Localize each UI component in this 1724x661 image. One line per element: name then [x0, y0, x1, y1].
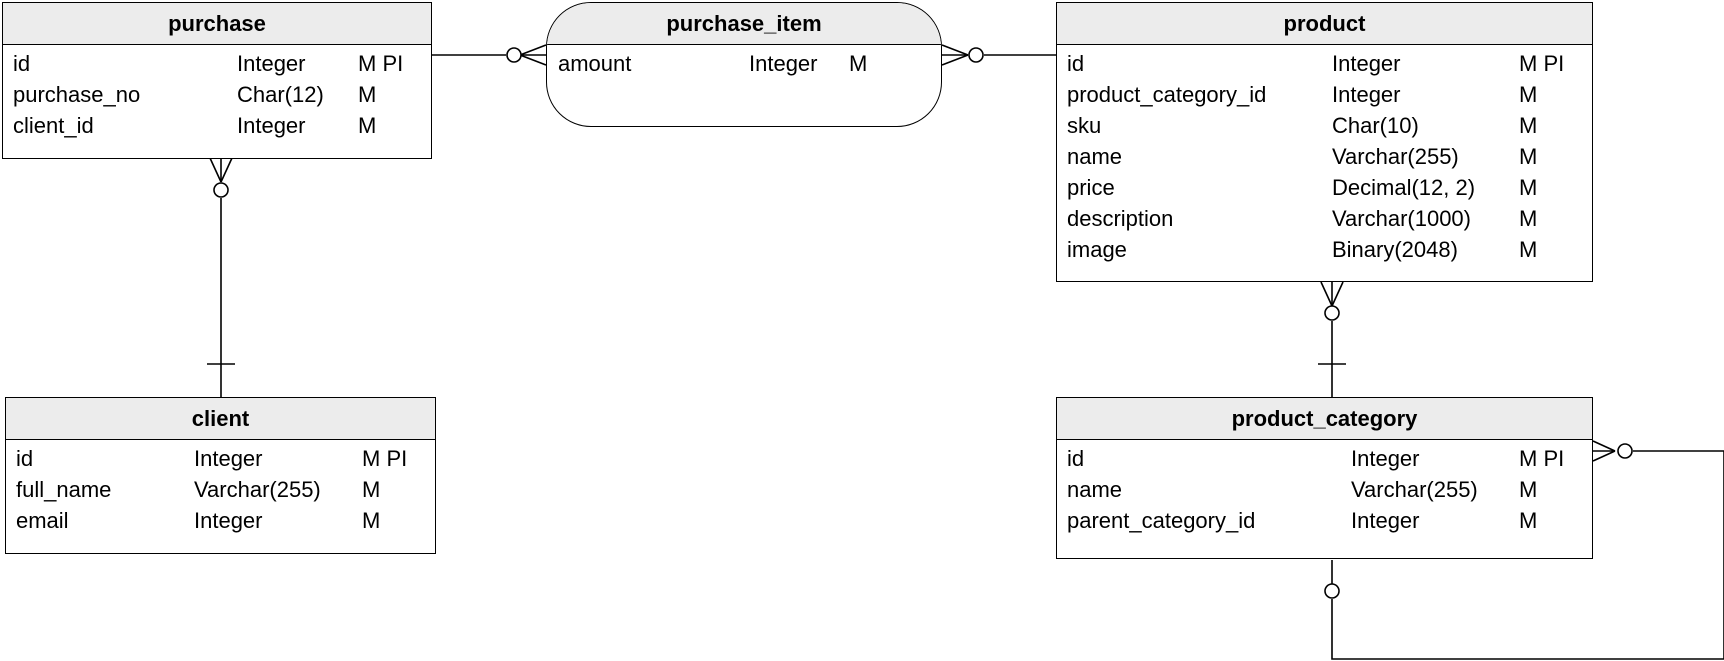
attribute-name: name — [1067, 144, 1123, 169]
attribute-name: email — [16, 508, 69, 533]
attribute-row: name Varchar(255) M — [1057, 474, 1592, 505]
attribute-name: id — [1067, 446, 1085, 471]
attribute-flags: M — [1519, 175, 1538, 200]
entity-client[interactable]: client id Integer M PI full_name Varchar… — [5, 397, 436, 554]
attribute-type: Decimal(12, 2) — [1332, 175, 1476, 200]
attribute-row: price Decimal(12, 2) M — [1057, 172, 1592, 203]
attribute-name: product_category_id — [1067, 82, 1267, 107]
attribute-flags: M — [358, 82, 377, 107]
attribute-type: Integer — [1332, 82, 1401, 107]
attribute-type: Varchar(255) — [194, 477, 321, 502]
attribute-row: parent_category_id Integer M — [1057, 505, 1592, 536]
attribute-flags: M — [358, 113, 377, 138]
attribute-row: client_id Integer M — [3, 110, 431, 141]
attribute-name: id — [16, 446, 34, 471]
attribute-type: Varchar(255) — [1332, 144, 1459, 169]
attribute-type: Integer — [194, 508, 263, 533]
attribute-name: sku — [1067, 113, 1102, 138]
entity-product[interactable]: product id Integer M PI product_category… — [1056, 2, 1593, 282]
entity-title: product_category — [1057, 398, 1592, 440]
attribute-type: Integer — [237, 113, 306, 138]
attribute-flags: M — [362, 477, 381, 502]
attribute-type: Varchar(1000) — [1332, 206, 1471, 231]
attribute-type: Varchar(255) — [1351, 477, 1478, 502]
zero-marker-parent-category — [1324, 583, 1340, 599]
entity-title: purchase_item — [547, 3, 941, 45]
attribute-flags: M — [1519, 508, 1538, 533]
attribute-name: name — [1067, 477, 1123, 502]
entity-title: client — [6, 398, 435, 440]
attribute-flags: M PI — [362, 446, 408, 471]
attribute-row: amount Integer M — [547, 48, 941, 79]
attribute-flags: M PI — [358, 51, 404, 76]
crowfoot-zero-many-product-bottom — [1320, 281, 1344, 321]
attribute-flags: M — [1519, 82, 1538, 107]
attribute-flags: M — [1519, 237, 1538, 262]
crowfoot-zero-many-product-category-right — [1592, 440, 1633, 462]
attribute-row: id Integer M PI — [6, 443, 435, 474]
entity-purchase[interactable]: purchase id Integer M PI purchase_no Cha… — [2, 2, 432, 159]
attribute-type: Integer — [1351, 446, 1420, 471]
attribute-flags: M — [362, 508, 381, 533]
attribute-row: sku Char(10) M — [1057, 110, 1592, 141]
attribute-row: id Integer M PI — [1057, 443, 1592, 474]
attribute-row: purchase_no Char(12) M — [3, 79, 431, 110]
attribute-flags: M PI — [1519, 446, 1565, 471]
attribute-name: id — [13, 51, 31, 76]
attribute-flags: M — [1519, 206, 1538, 231]
attribute-name: parent_category_id — [1067, 508, 1256, 533]
attribute-row: description Varchar(1000) M — [1057, 203, 1592, 234]
entity-title: product — [1057, 3, 1592, 45]
attribute-type: Integer — [194, 446, 263, 471]
entity-product-category[interactable]: product_category id Integer M PI name Va… — [1056, 397, 1593, 559]
attribute-name: purchase_no — [13, 82, 141, 107]
attribute-type: Integer — [1332, 51, 1401, 76]
attribute-type: Binary(2048) — [1332, 237, 1458, 262]
attribute-flags: M — [1519, 477, 1538, 502]
entity-purchase-item[interactable]: purchase_item amount Integer M — [546, 2, 942, 127]
crowfoot-zero-many-purchase-bottom — [209, 157, 233, 198]
attribute-row: email Integer M — [6, 505, 435, 536]
attribute-row: product_category_id Integer M — [1057, 79, 1592, 110]
attribute-flags: M — [1519, 113, 1538, 138]
attribute-name: description — [1067, 206, 1174, 231]
attribute-flags: M PI — [1519, 51, 1565, 76]
rel-product-category-self-line — [1331, 450, 1724, 660]
attribute-name: price — [1067, 175, 1115, 200]
attribute-type: Integer — [237, 51, 306, 76]
attribute-type: Integer — [749, 51, 818, 76]
attribute-name: id — [1067, 51, 1085, 76]
attribute-flags: M — [1519, 144, 1538, 169]
attribute-name: amount — [558, 51, 632, 76]
attribute-row: image Binary(2048) M — [1057, 234, 1592, 265]
attribute-row: id Integer M PI — [1057, 48, 1592, 79]
attribute-row: full_name Varchar(255) M — [6, 474, 435, 505]
attribute-flags: M — [849, 51, 868, 76]
attribute-type: Integer — [1351, 508, 1420, 533]
attribute-type: Char(10) — [1332, 113, 1419, 138]
attribute-type: Char(12) — [237, 82, 324, 107]
attribute-row: name Varchar(255) M — [1057, 141, 1592, 172]
attribute-name: full_name — [16, 477, 112, 502]
entity-title: purchase — [3, 3, 431, 45]
crowfoot-zero-many-purchase-item-left — [506, 44, 547, 66]
crowfoot-zero-many-purchase-item-right — [941, 44, 984, 66]
attribute-name: client_id — [13, 113, 94, 138]
attribute-row: id Integer M PI — [3, 48, 431, 79]
attribute-name: image — [1067, 237, 1127, 262]
